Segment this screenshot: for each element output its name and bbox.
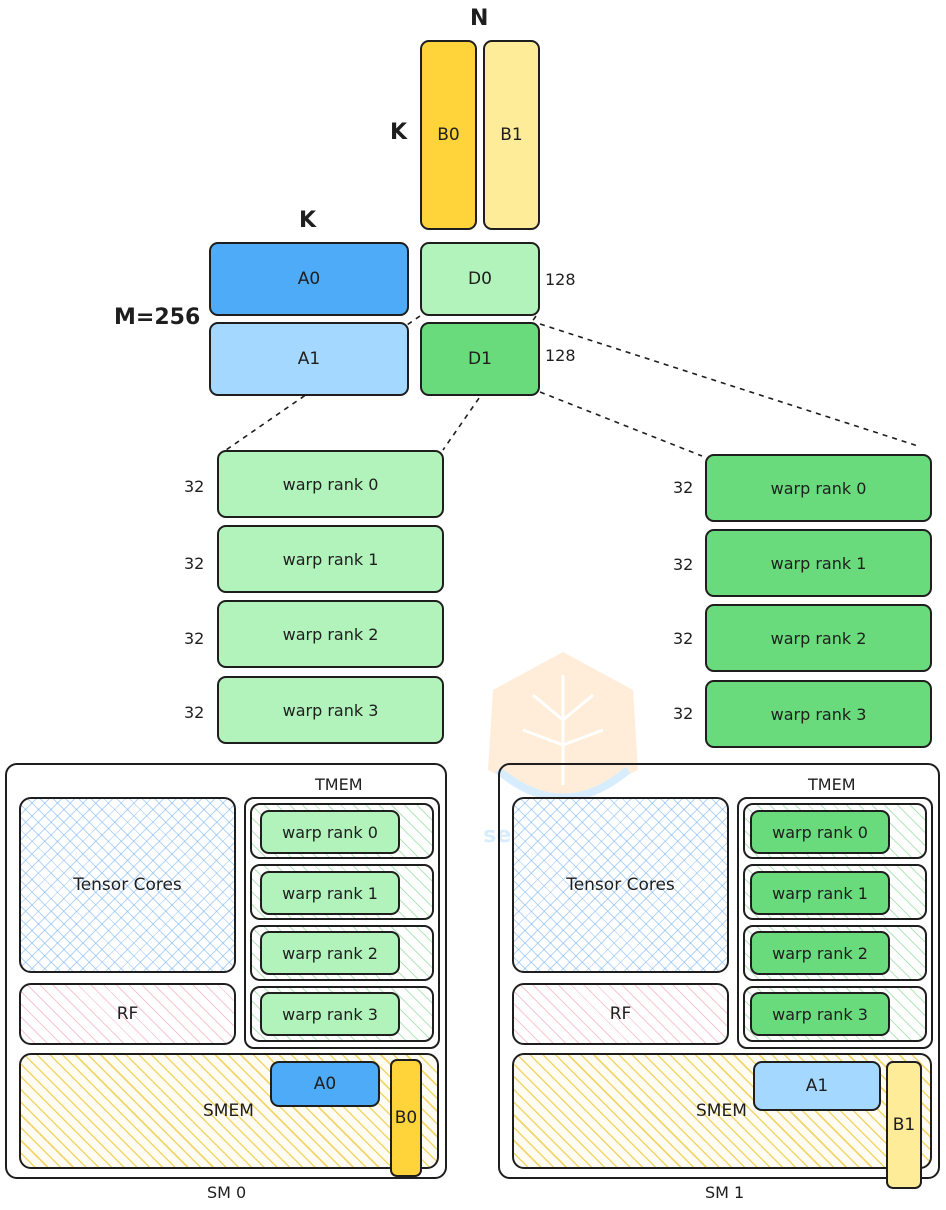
warp-right-0: warp rank 0 — [705, 454, 932, 522]
warp-right-1: warp rank 1 — [705, 529, 932, 597]
sm1-tensor-label: Tensor Cores — [566, 875, 675, 895]
sm0-tensor-cores: Tensor Cores — [19, 797, 236, 973]
sm1-tmem-warp-0: warp rank 0 — [750, 810, 890, 854]
sm1-tmem-warp-3: warp rank 3 — [750, 992, 890, 1036]
warp-right-rows-0: 32 — [673, 478, 694, 497]
a0-tile: A0 — [209, 242, 409, 316]
sm0-tmem: warp rank 0 warp rank 1 warp rank 2 warp… — [244, 797, 440, 1049]
sm0-tmem-warp-1: warp rank 1 — [260, 871, 400, 915]
sm1-tmem-label: TMEM — [808, 775, 856, 794]
warp-right-rows-1: 32 — [673, 555, 694, 574]
d1-tile: D1 — [420, 322, 540, 396]
warp-right-2: warp rank 2 — [705, 604, 932, 672]
sm1-title: SM 1 — [705, 1183, 745, 1202]
warp-left-rows-2: 32 — [184, 629, 205, 648]
sm1-b1-tile: B1 — [886, 1061, 922, 1189]
sm1-tmem-warp-2: warp rank 2 — [750, 931, 890, 975]
sm0-tmem-warp-2: warp rank 2 — [260, 931, 400, 975]
warp-left-rows-1: 32 — [184, 554, 205, 573]
d0-tile: D0 — [420, 242, 540, 316]
sm1-tmem: warp rank 0 warp rank 1 warp rank 2 warp… — [737, 797, 933, 1049]
b0-tile: B0 — [420, 40, 477, 230]
d0-rows-label: 128 — [545, 270, 576, 289]
m-label: M=256 — [114, 305, 201, 330]
sm0-tmem-label: TMEM — [315, 775, 363, 794]
sm0-title: SM 0 — [207, 1183, 247, 1202]
n-label: N — [470, 6, 489, 31]
sm1-rf-label: RF — [609, 1004, 632, 1024]
warp-left-2: warp rank 2 — [217, 600, 444, 668]
a1-tile: A1 — [209, 322, 409, 396]
sm1-container: Tensor Cores RF TMEM warp rank 0 warp ra… — [498, 763, 940, 1189]
warp-right-rows-2: 32 — [673, 629, 694, 648]
sm0-container: Tensor Cores RF TMEM warp rank 0 warp ra… — [5, 763, 447, 1179]
sm0-tensor-label: Tensor Cores — [73, 875, 182, 895]
warp-left-rows-3: 32 — [184, 703, 205, 722]
sm0-smem-label: SMEM — [203, 1101, 254, 1121]
sm0-rf: RF — [19, 983, 236, 1045]
warp-left-rows-0: 32 — [184, 477, 205, 496]
k-label-b: K — [390, 120, 408, 145]
sm0-tmem-warp-3: warp rank 3 — [260, 992, 400, 1036]
k-label-a: K — [299, 208, 317, 233]
sm1-a1-tile: A1 — [753, 1061, 881, 1111]
sm0-rf-label: RF — [116, 1004, 139, 1024]
d1-rows-label: 128 — [545, 346, 576, 365]
sm0-b0-tile: B0 — [390, 1059, 422, 1177]
sm1-tmem-warp-1: warp rank 1 — [750, 871, 890, 915]
sm1-rf: RF — [512, 983, 729, 1045]
b1-tile: B1 — [483, 40, 540, 230]
warp-left-0: warp rank 0 — [217, 450, 444, 518]
sm0-tmem-warp-0: warp rank 0 — [260, 810, 400, 854]
warp-left-3: warp rank 3 — [217, 676, 444, 744]
sm1-smem-label: SMEM — [696, 1101, 747, 1121]
warp-left-1: warp rank 1 — [217, 525, 444, 593]
sm1-tensor-cores: Tensor Cores — [512, 797, 729, 973]
warp-right-rows-3: 32 — [673, 704, 694, 723]
warp-right-3: warp rank 3 — [705, 680, 932, 748]
sm0-a0-tile: A0 — [270, 1061, 380, 1107]
